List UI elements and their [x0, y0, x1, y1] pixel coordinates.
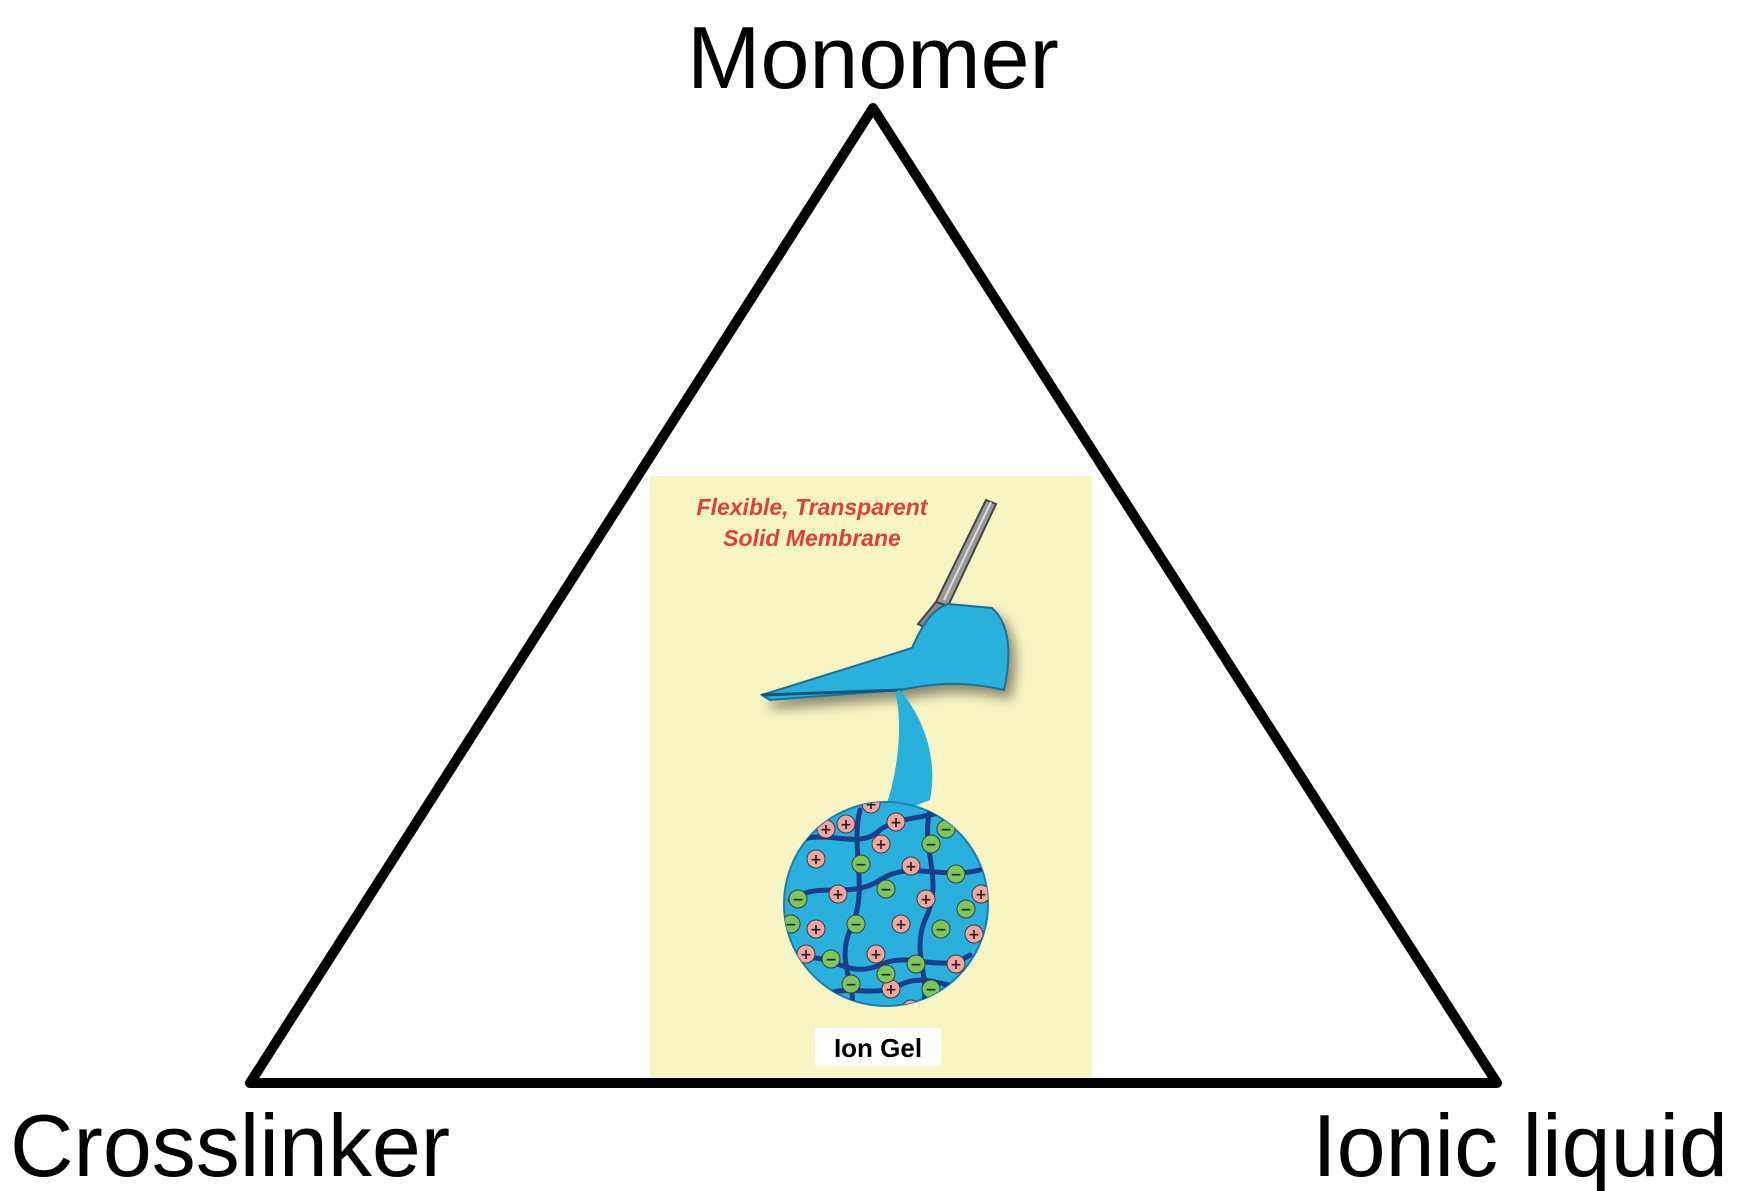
svg-text:−: −: [850, 917, 862, 933]
svg-text:+: +: [920, 892, 932, 908]
svg-text:+: +: [890, 815, 902, 831]
svg-text:+: +: [875, 837, 887, 853]
vertex-label-ionic-liquid: Ionic liquid: [1312, 1096, 1728, 1191]
anion-ion: −: [907, 955, 925, 973]
anion-ion: −: [852, 855, 870, 873]
inset-title-line2: Solid Membrane: [723, 525, 901, 551]
svg-text:+: +: [950, 957, 962, 973]
svg-text:+: +: [870, 947, 882, 963]
anion-ion: −: [789, 890, 807, 908]
svg-text:+: +: [840, 817, 852, 833]
anion-ion: −: [847, 915, 865, 933]
cation-ion: +: [837, 815, 855, 833]
svg-text:+: +: [885, 982, 897, 998]
anion-ion: −: [877, 880, 895, 898]
svg-text:+: +: [968, 927, 980, 943]
svg-text:−: −: [792, 892, 804, 908]
svg-text:−: −: [880, 967, 892, 983]
inset-title-line1: Flexible, Transparent: [697, 494, 929, 520]
cation-ion: +: [807, 850, 825, 868]
svg-text:+: +: [895, 917, 907, 933]
cation-ion: +: [917, 890, 935, 908]
svg-text:−: −: [950, 867, 962, 883]
vertex-label-monomer: Monomer: [687, 8, 1059, 107]
anion-ion: −: [842, 975, 860, 993]
cation-ion: +: [807, 920, 825, 938]
anion-ion: −: [822, 950, 840, 968]
svg-text:−: −: [855, 857, 867, 873]
cation-ion: +: [867, 945, 885, 963]
cation-ion: +: [965, 925, 983, 943]
ion-gel-inset: Flexible, Transparent Solid Membrane +++…: [650, 476, 1092, 1082]
anion-ion: −: [922, 835, 940, 853]
cation-ion: +: [892, 915, 910, 933]
svg-text:−: −: [825, 952, 837, 968]
cation-ion: +: [902, 857, 920, 875]
vertex-label-crosslinker: Crosslinker: [10, 1096, 450, 1191]
svg-text:−: −: [845, 977, 857, 993]
svg-text:+: +: [800, 947, 812, 963]
cation-ion: +: [947, 955, 965, 973]
anion-ion: −: [932, 920, 950, 938]
svg-text:−: −: [935, 922, 947, 938]
svg-text:−: −: [880, 882, 892, 898]
svg-text:+: +: [975, 887, 987, 903]
svg-text:−: −: [925, 837, 937, 853]
anion-ion: −: [957, 900, 975, 918]
gel-label: Ion Gel: [834, 1033, 922, 1063]
anion-ion: −: [877, 965, 895, 983]
cation-ion: +: [872, 835, 890, 853]
svg-text:+: +: [905, 859, 917, 875]
cation-ion: +: [887, 813, 905, 831]
svg-text:+: +: [832, 887, 844, 903]
svg-text:−: −: [910, 957, 922, 973]
svg-text:+: +: [810, 922, 822, 938]
cation-ion: +: [829, 885, 847, 903]
svg-text:−: −: [960, 902, 972, 918]
anion-ion: −: [947, 865, 965, 883]
svg-text:+: +: [810, 852, 822, 868]
